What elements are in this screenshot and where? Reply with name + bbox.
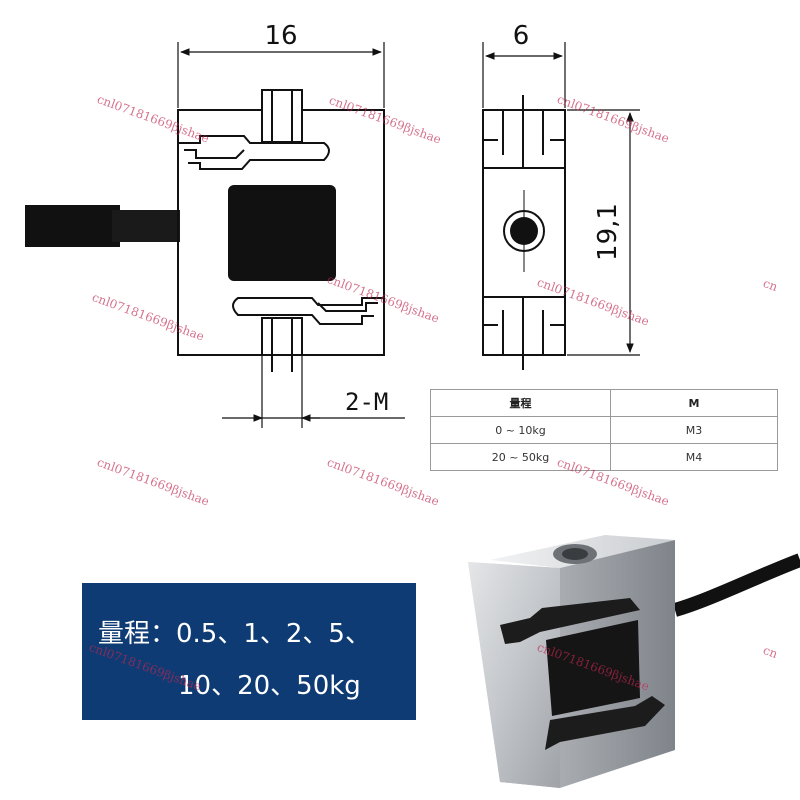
cell-thread: M3 <box>610 416 778 444</box>
range-line-2: 10、20、50kg <box>178 671 361 701</box>
cable-gland <box>112 210 180 242</box>
photo-front <box>468 562 560 788</box>
table-row: 20 ~ 50kg M4 <box>430 443 778 471</box>
range-line-1: 量程：0.5、1、2、5、 <box>98 619 371 649</box>
side-view <box>482 95 566 370</box>
height-dimension <box>567 109 640 356</box>
product-photo <box>468 535 800 788</box>
range-banner: 量程：0.5、1、2、5、 10、20、50kg <box>82 583 416 720</box>
photo-center-opening <box>546 620 640 716</box>
cell-range: 0 ~ 10kg <box>430 416 611 444</box>
spec-table: 量程 M 0 ~ 10kg M3 20 ~ 50kg M4 <box>430 389 778 471</box>
width-dimension <box>177 42 385 108</box>
cell-range: 20 ~ 50kg <box>430 443 611 471</box>
cell-thread: M4 <box>610 443 778 471</box>
center-block <box>228 185 336 281</box>
table-row: 0 ~ 10kg M3 <box>430 416 778 444</box>
front-view <box>25 89 385 372</box>
photo-cable <box>673 553 800 617</box>
depth-dimension <box>482 42 566 108</box>
header-thread: M <box>610 389 778 417</box>
height-label: 19,1 <box>593 203 623 261</box>
thread-label: 2-M <box>345 388 388 416</box>
table-header-row: 量程 M <box>430 389 778 417</box>
depth-label: 6 <box>513 21 530 51</box>
header-range: 量程 <box>430 389 611 417</box>
cable <box>25 205 120 247</box>
width-label: 16 <box>264 21 297 51</box>
technical-drawing: 16 2-M 6 19,1 <box>25 21 640 428</box>
thread-dimension <box>222 356 405 428</box>
